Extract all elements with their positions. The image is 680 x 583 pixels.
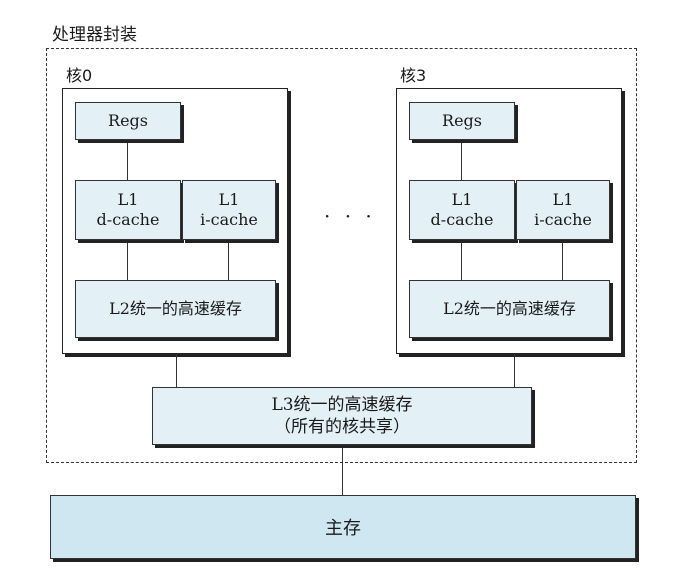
l3-cache: L3统一的高速缓存 （所有的核共享） bbox=[152, 387, 532, 445]
core-0-l3-link bbox=[176, 354, 177, 387]
core-3-icache-line1: L1 bbox=[552, 190, 574, 209]
package-title: 处理器封装 bbox=[52, 25, 137, 45]
core-0-l1-dcache: L1 d-cache bbox=[75, 180, 181, 240]
core-0-dcache-line1: L1 bbox=[117, 190, 139, 209]
core-0-l1-icache: L1 i-cache bbox=[182, 180, 276, 240]
core-0-regs: Regs bbox=[75, 102, 181, 140]
l3-line2: （所有的核共享） bbox=[274, 417, 410, 437]
main-memory: 主存 bbox=[50, 495, 636, 559]
processor-package bbox=[46, 48, 637, 463]
ellipsis: · · · bbox=[324, 204, 376, 228]
core-3-l1-dcache: L1 d-cache bbox=[409, 180, 515, 240]
core-0-l2-cache: L2统一的高速缓存 bbox=[75, 280, 276, 338]
core-0-dcache-l2-link bbox=[127, 243, 128, 280]
core-3-dcache-line2: d-cache bbox=[430, 210, 494, 229]
core-3-regs-dcache-link bbox=[461, 143, 462, 180]
core-3-icache-l2-link bbox=[562, 243, 563, 280]
core-0-icache-l2-link bbox=[228, 243, 229, 280]
l3-line1: L3统一的高速缓存 bbox=[271, 395, 413, 415]
core-3-l2-cache: L2统一的高速缓存 bbox=[409, 280, 610, 338]
core-3-regs-label: Regs bbox=[442, 111, 482, 130]
core-3-l1-icache: L1 i-cache bbox=[516, 180, 610, 240]
main-memory-label: 主存 bbox=[325, 518, 361, 539]
core-3-icache-line2: i-cache bbox=[534, 210, 592, 229]
l3-memory-link bbox=[342, 448, 343, 495]
core-0-icache-line1: L1 bbox=[218, 190, 240, 209]
core-0-dcache-line2: d-cache bbox=[96, 210, 160, 229]
core-3-dcache-l2-link bbox=[461, 243, 462, 280]
core-0-l2-label: L2统一的高速缓存 bbox=[109, 299, 242, 318]
core-3-label: 核3 bbox=[400, 66, 427, 85]
core-0-regs-label: Regs bbox=[108, 111, 148, 130]
core-3-l3-link bbox=[514, 354, 515, 387]
core-0-label: 核0 bbox=[66, 66, 93, 85]
core-0-icache-line2: i-cache bbox=[200, 210, 258, 229]
core-3-dcache-line1: L1 bbox=[451, 190, 473, 209]
core-3-l2-label: L2统一的高速缓存 bbox=[443, 299, 576, 318]
core-0-regs-dcache-link bbox=[127, 143, 128, 180]
core-3-regs: Regs bbox=[409, 102, 515, 140]
